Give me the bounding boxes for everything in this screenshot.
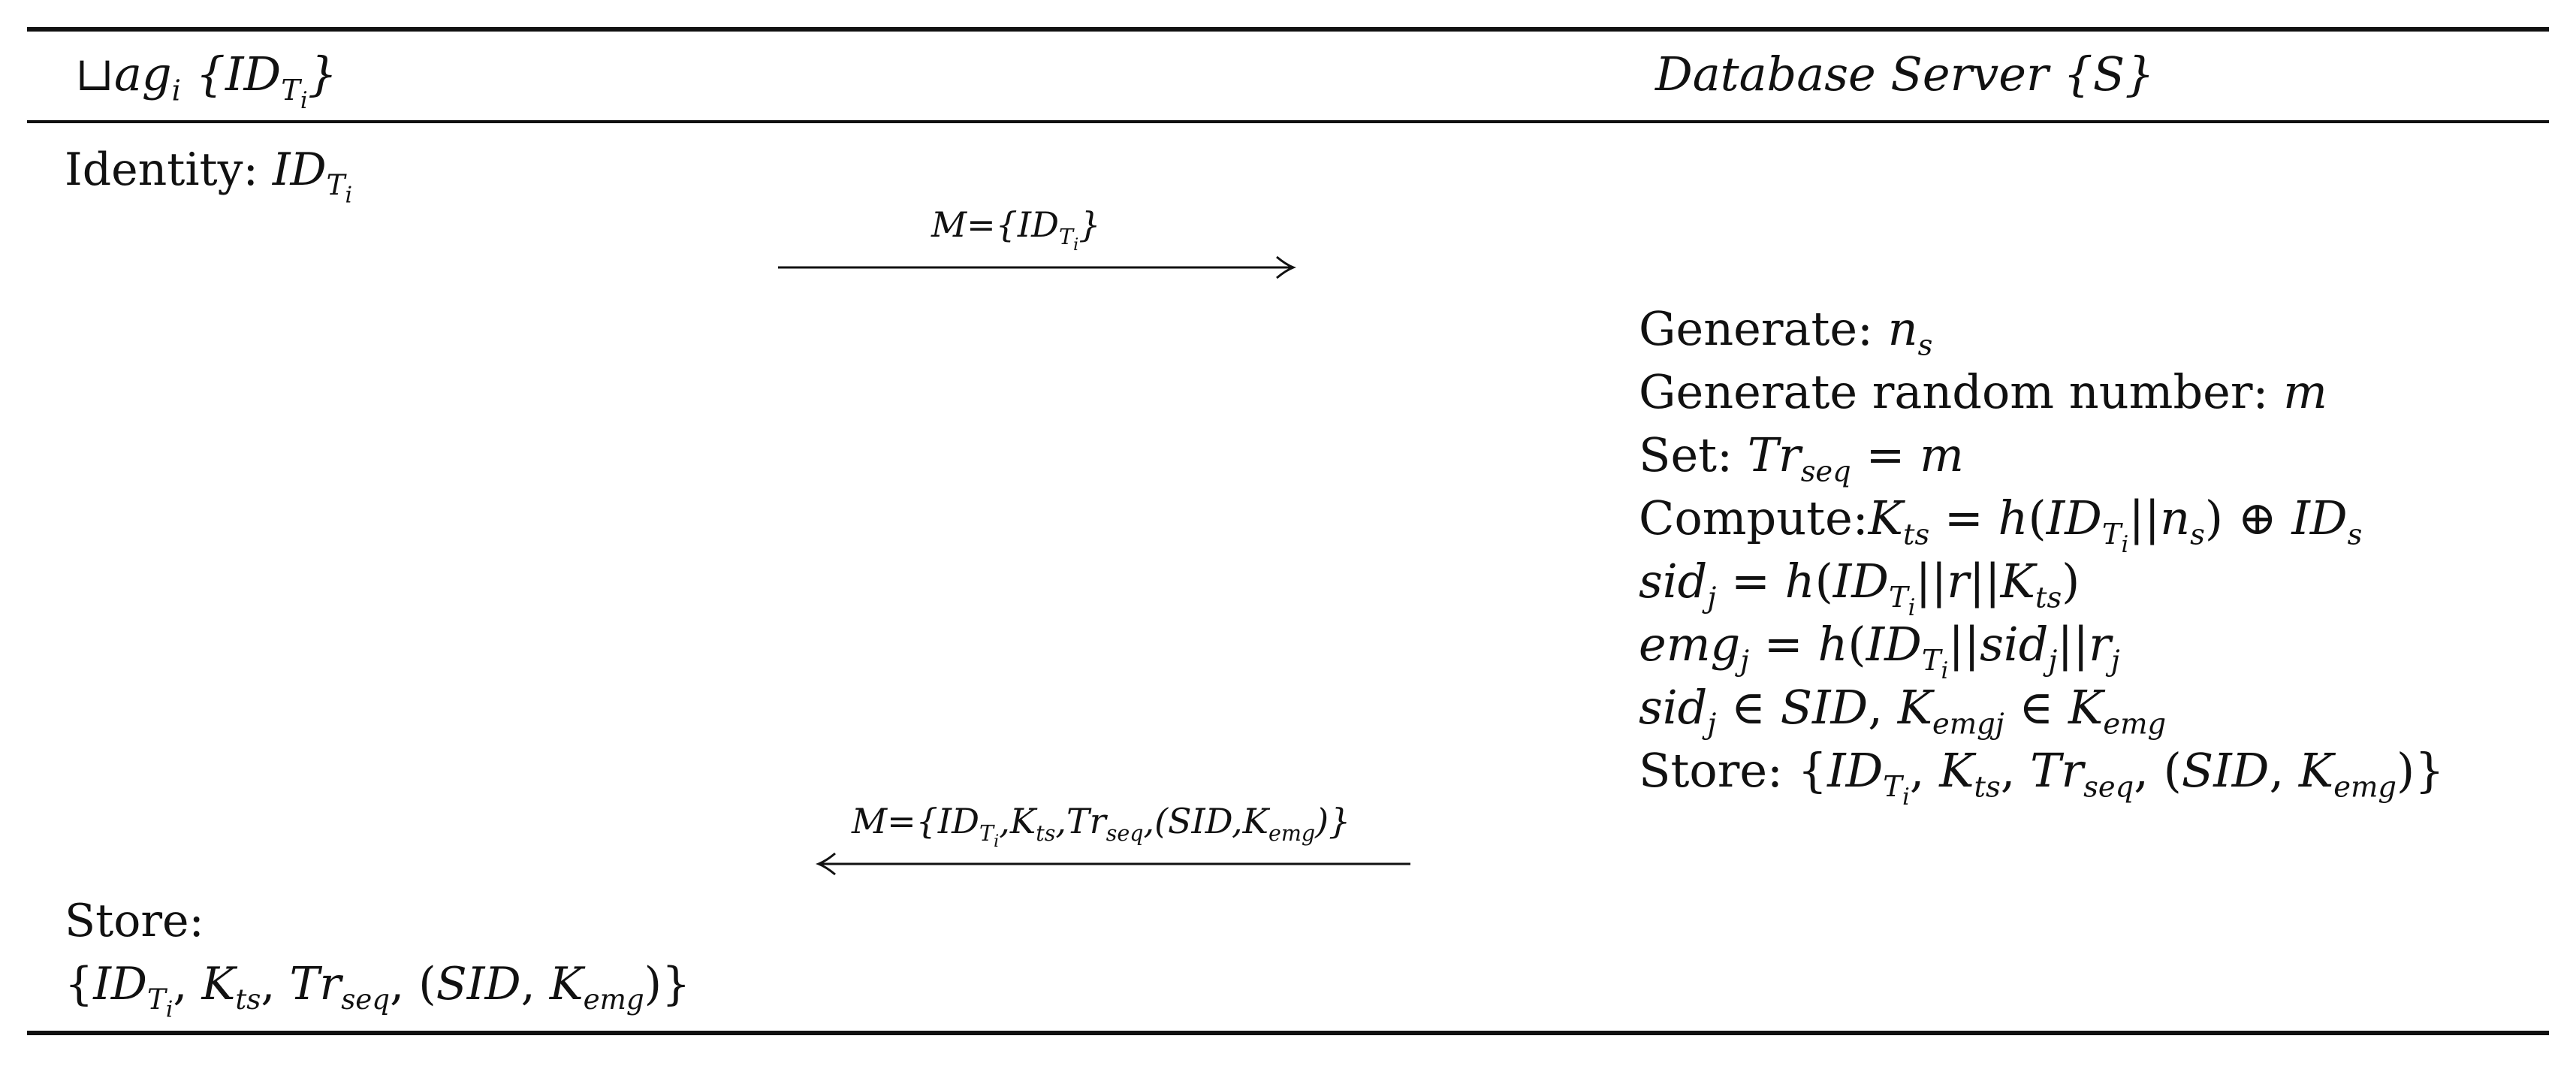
server-step: Compute:Kts = h(IDTi||ns) ⊕ IDs [1639,491,2363,559]
server-step: Generate: ns [1639,301,1933,363]
tag-column-header: ⊔agi {IDTi} [75,47,338,115]
message-1-label: M={IDTi} [931,204,1101,255]
server-column-header: Database Server {S} [1655,47,2155,101]
server-step: Generate random number: m [1639,364,2327,419]
tag-identity: Identity: IDTi [65,143,352,209]
message-2-arrow-left [816,849,1412,879]
table-bottom-rule [27,1031,2549,1035]
tag-store-label: Store: [65,895,204,947]
tag-store-value: {IDTi, Kts, Trseq, (SID, Kemg)} [65,958,691,1023]
server-computation-steps: Generate: ns Generate random number: m S… [1639,297,2445,811]
server-step: emgj = h(IDTi||sidj||rj [1639,617,2120,685]
server-step: sidj = h(IDTi||r||Kts) [1639,554,2080,622]
server-step: sidj ∈ SID, Kemgj ∈ Kemg [1639,680,2167,741]
header-divider-rule [27,120,2549,123]
message-1-arrow-right [778,252,1296,282]
message-2-label: M={IDTi,Kts,Trseq,(SID,Kemg)} [852,801,1351,851]
server-step: Store: {IDTi, Kts, Trseq, (SID, Kemg)} [1639,743,2445,811]
table-top-rule [27,27,2549,32]
server-step: Set: Trseq = m [1639,427,1964,489]
